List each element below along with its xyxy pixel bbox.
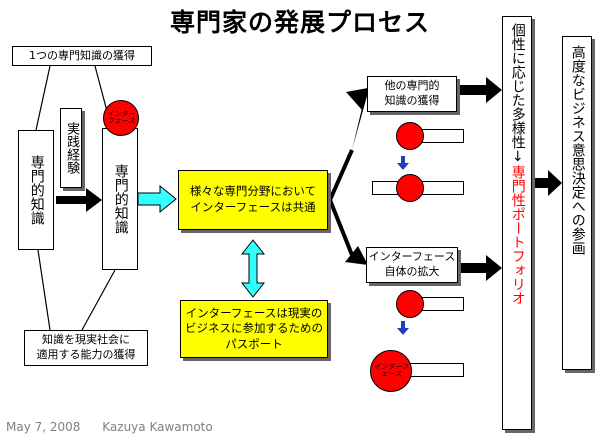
arrow-to-diversity-top [458, 77, 502, 103]
label-acquire-one: 1つの専門知識の獲得 [12, 46, 152, 66]
portfolio-text: 専門性ポートフォリオ [509, 165, 526, 305]
knowledge-bar-3 [420, 297, 464, 311]
interface-circle-icon-1 [396, 122, 424, 150]
knowledge-bar-1 [420, 129, 464, 143]
arrow-to-advanced [532, 170, 562, 196]
expert-box-left: 専門的知識 [18, 130, 54, 250]
advanced-decision-column: 高度なビジネス意思決定への参画 [562, 36, 592, 370]
interface-circle-icon-3 [396, 290, 424, 318]
interface-circle-icon: インターフェース [103, 100, 139, 136]
common-interface-box: 様々な専門分野において インターフェースは共通 [178, 170, 328, 230]
diversity-text: 個性に応じた多様性↓ [509, 23, 526, 165]
blue-arrow-bottom [397, 321, 409, 335]
arrow-left-to-mid [56, 188, 102, 212]
diversity-column: 個性に応じた多様性↓ 専門性ポートフォリオ [502, 16, 532, 430]
expert-box-mid: 専門的知識 [102, 128, 138, 270]
footer-date: May 7, 2008 [6, 420, 81, 434]
footer-author: Kazuya Kawamoto [102, 420, 213, 434]
other-expertise-box: 他の専門的 知識の獲得 [367, 76, 457, 112]
interface-circle-icon-4: インターフェース [370, 350, 412, 392]
callout-line-bottom-left [37, 249, 51, 331]
passport-box: インターフェースは現実の ビジネスに参加するための パスポート [180, 300, 328, 358]
practice-experience-box: 実践経験 [60, 108, 82, 188]
branch-arrowhead-up-tip [346, 88, 368, 110]
interface-circle-icon-2 [396, 174, 424, 202]
callout-line-bottom-mid [81, 269, 116, 331]
callout-line-top-left [35, 65, 51, 131]
interface-expansion-box: インターフェース 自体の拡大 [366, 247, 458, 283]
branch-line-down [328, 199, 354, 256]
arrow-to-common-interface [137, 184, 177, 214]
page-title: 専門家の発展プロセス [169, 8, 430, 37]
footer: May 7, 2008 Kazuya Kawamoto [6, 420, 213, 434]
branch-line-up [328, 149, 354, 201]
arrow-double-vertical [240, 239, 266, 298]
label-apply-ability: 知識を現実社会に 適用する能力の獲得 [24, 330, 148, 366]
knowledge-bar-4 [408, 363, 464, 377]
branch-arrowhead-down-tip [345, 246, 368, 265]
blue-arrow-top [397, 156, 409, 170]
arrow-to-diversity-bottom [458, 255, 502, 281]
